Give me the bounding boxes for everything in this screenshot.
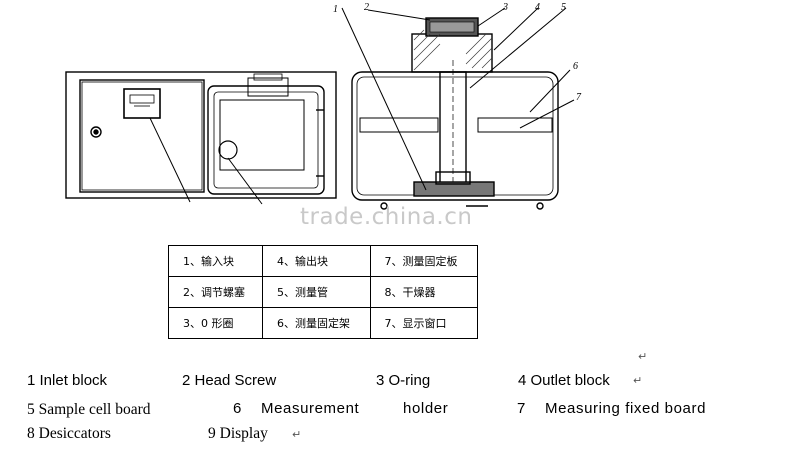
legend-display: 9 Display — [208, 425, 268, 442]
table-cell: 5、测量管 — [262, 276, 371, 308]
callout-3: 3 — [502, 2, 508, 13]
legend-sample-cell-board: 5 Sample cell board — [27, 401, 151, 418]
legend-holder: holder — [403, 400, 449, 417]
watermark: trade.china.cn — [300, 204, 473, 230]
table-cell: 3、0 形圈 — [167, 307, 264, 339]
table-cell: 2、调节螺塞 — [167, 276, 264, 308]
table-row: 1、输入块 4、输出块 7、测量固定板 — [167, 245, 478, 277]
callout-2: 2 — [364, 2, 369, 13]
legend-measurement: Measurement — [261, 400, 360, 417]
legend-num-7: 7 — [517, 400, 526, 417]
table-row: 3、0 形圈 6、测量固定架 7、显示窗口 — [167, 307, 478, 339]
front-view-drawing — [65, 71, 337, 199]
apparatus-diagram: 1 2 3 4 5 6 7 — [65, 2, 582, 210]
legend-o-ring: 3 O-ring — [376, 372, 431, 389]
parts-table: 1、输入块 4、输出块 7、测量固定板 2、调节螺塞 5、测量管 8、干燥器 3… — [167, 245, 478, 339]
callout-5: 5 — [561, 2, 566, 13]
paragraph-mark: ↵ — [638, 350, 648, 363]
legend-outlet-block: 4 Outlet block — [518, 372, 610, 389]
table-cell: 1、输入块 — [167, 245, 264, 277]
table-cell: 8、干燥器 — [369, 276, 478, 308]
table-cell: 4、输出块 — [262, 245, 371, 277]
callout-1: 1 — [333, 4, 338, 15]
callout-4: 4 — [535, 2, 540, 13]
table-cell: 6、测量固定架 — [262, 307, 371, 339]
legend-desiccators: 8 Desiccators — [27, 425, 111, 442]
table-row: 2、调节螺塞 5、测量管 8、干燥器 — [167, 276, 478, 308]
legend-head-screw: 2 Head Screw — [182, 372, 277, 389]
paragraph-mark: ↵ — [633, 374, 643, 387]
callout-6: 6 — [573, 61, 578, 72]
table-cell: 7、显示窗口 — [369, 307, 478, 339]
legend-inlet-block: 1 Inlet block — [27, 372, 108, 389]
legend-measuring-fixed-board: Measuring fixed board — [545, 400, 707, 417]
paragraph-mark: ↵ — [292, 428, 302, 441]
section-view-drawing — [351, 17, 559, 210]
legend-num-6: 6 — [233, 400, 242, 417]
callout-7: 7 — [576, 92, 582, 103]
table-cell: 7、测量固定板 — [369, 245, 478, 277]
